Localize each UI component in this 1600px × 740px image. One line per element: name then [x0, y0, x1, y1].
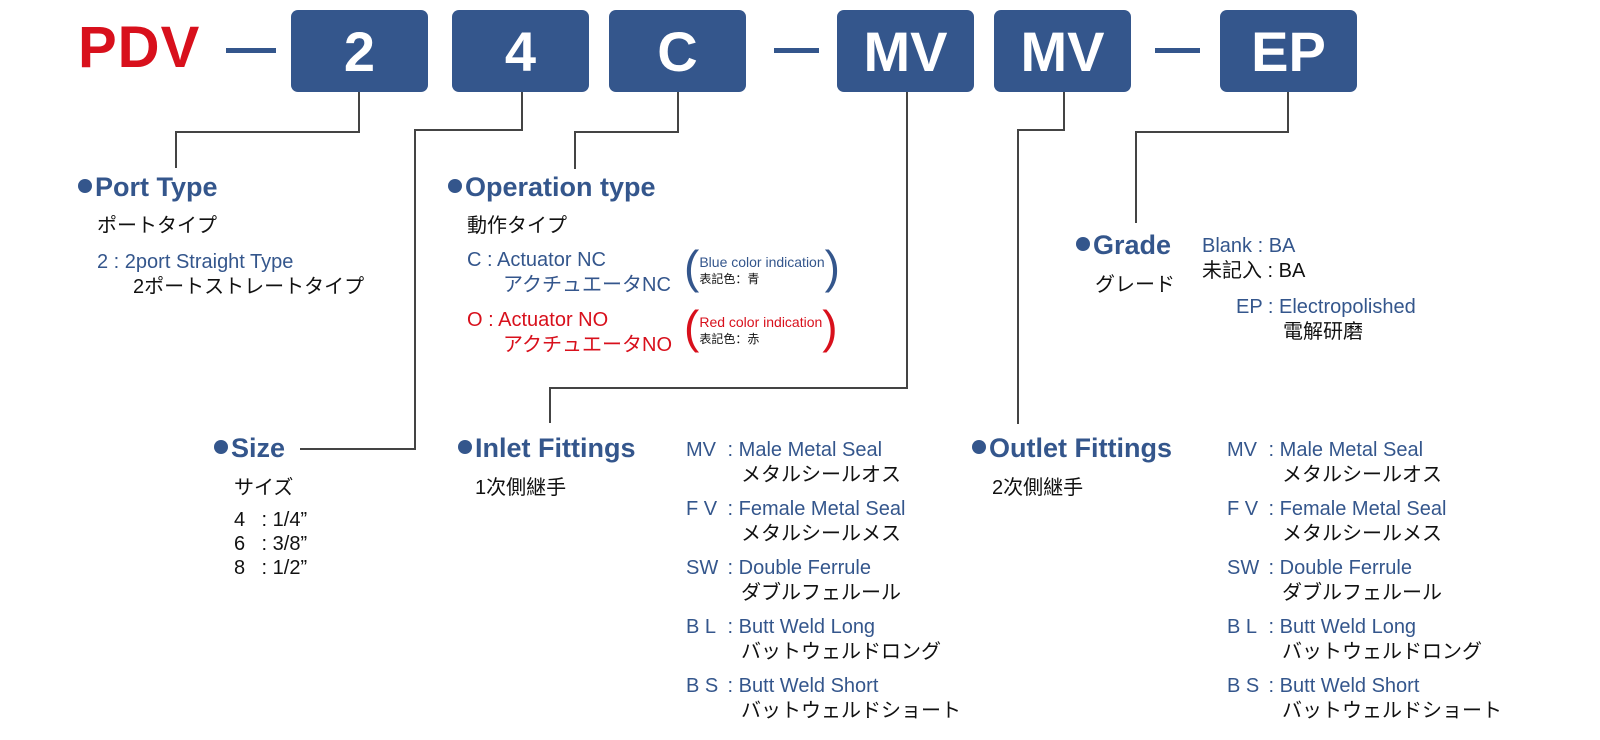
inlet-option: MV : Male Metal Seal メタルシールオス — [686, 439, 901, 486]
option-code: EP — [1236, 296, 1263, 318]
separator-dash — [226, 48, 276, 53]
code-box-inlet: MV — [837, 10, 974, 92]
inlet-option: B L : Butt Weld Long バットウェルドロング — [686, 616, 941, 663]
option-code: C — [467, 249, 482, 271]
outlet-option: SW : Double Ferrule ダブルフェルール — [1227, 557, 1442, 604]
operation-option-nc: C : Actuator NC アクチュエータNC — [467, 249, 671, 296]
option-en: Actuator NO — [498, 309, 609, 331]
outlet-option: B L : Butt Weld Long バットウェルドロング — [1227, 616, 1482, 663]
code-box-port: 2 — [291, 10, 428, 92]
port-type-title-text: Port Type — [95, 172, 218, 202]
option-value-jp: BA — [1278, 260, 1306, 282]
note-en: Red color indication — [699, 314, 823, 330]
separator-dash — [774, 48, 819, 53]
model-prefix: PDV — [78, 15, 201, 80]
size-option: 4 : 1/4” — [234, 509, 308, 531]
outlet-title-text: Outlet Fittings — [989, 433, 1172, 463]
grade-title: Grade — [1076, 230, 1171, 261]
note-en: Blue color indication — [699, 254, 825, 270]
connector-line — [906, 92, 908, 388]
option-code: 2 — [97, 251, 109, 273]
operation-type-title: Operation type — [448, 172, 656, 203]
grade-title-jp: グレード — [1095, 274, 1175, 296]
connector-line — [549, 387, 551, 423]
option-code-jp: 未記入 — [1202, 260, 1262, 282]
operation-type-title-jp: 動作タイプ — [467, 215, 567, 237]
inlet-options: MV : Male Metal Seal メタルシールオス F V : Fema… — [686, 438, 961, 724]
connector-line — [175, 131, 360, 133]
bullet-icon — [458, 440, 472, 454]
outlet-options: MV : Male Metal Seal メタルシールオス F V : Fema… — [1227, 438, 1502, 724]
option-jp: アクチュエータNO — [503, 334, 672, 356]
option-jp: 2ポートストレートタイプ — [133, 276, 365, 298]
size-options: 4 : 1/4” 6 : 3/8” 8 : 1/2” — [234, 508, 307, 580]
inlet-option: B S : Butt Weld Short バットウェルドショート — [686, 675, 961, 722]
option-en: Electropolished — [1279, 296, 1416, 318]
bullet-icon — [972, 440, 986, 454]
bullet-icon — [448, 179, 462, 193]
connector-line — [1063, 92, 1065, 130]
option-code: O — [467, 309, 483, 331]
connector-line — [574, 131, 576, 169]
size-title-jp: サイズ — [234, 477, 294, 499]
connector-line — [1287, 92, 1289, 132]
operation-type-title-text: Operation type — [465, 172, 656, 202]
option-en: 2port Straight Type — [124, 251, 294, 273]
inlet-option: F V : Female Metal Seal メタルシールメス — [686, 498, 906, 545]
size-title: Size — [214, 433, 285, 464]
connector-line — [414, 129, 523, 131]
port-type-option: 2 : 2port Straight Type 2ポートストレートタイプ — [97, 251, 365, 298]
size-title-text: Size — [231, 433, 286, 463]
connector-line — [1017, 129, 1019, 424]
size-option: 8 : 1/2” — [234, 557, 308, 579]
connector-line — [521, 92, 523, 130]
inlet-title-text: Inlet Fittings — [475, 433, 636, 463]
outlet-option: B S : Butt Weld Short バットウェルドショート — [1227, 675, 1502, 722]
option-value: BA — [1268, 235, 1296, 257]
connector-line — [358, 92, 360, 132]
outlet-title: Outlet Fittings — [972, 433, 1172, 464]
outlet-option: F V : Female Metal Seal メタルシールメス — [1227, 498, 1447, 545]
operation-option-no: O : Actuator NO アクチュエータNO — [467, 309, 672, 356]
outlet-option: MV : Male Metal Seal メタルシールオス — [1227, 439, 1442, 486]
connector-line — [300, 448, 416, 450]
port-type-title: Port Type — [78, 172, 218, 203]
code-box-grade: EP — [1220, 10, 1357, 92]
option-code: Blank — [1202, 235, 1253, 257]
connector-line — [175, 131, 177, 168]
connector-line — [1017, 129, 1065, 131]
inlet-option: SW : Double Ferrule ダブルフェルール — [686, 557, 901, 604]
grade-title-text: Grade — [1093, 230, 1172, 260]
bullet-icon — [78, 179, 92, 193]
port-type-title-jp: ポートタイプ — [97, 215, 217, 237]
connector-line — [1135, 131, 1289, 133]
connector-line — [574, 131, 679, 133]
code-box-operation: C — [609, 10, 746, 92]
code-box-size: 4 — [452, 10, 589, 92]
bullet-icon — [1076, 237, 1090, 251]
grade-option-blank: Blank : BA 未記入 : BA — [1202, 235, 1306, 282]
separator-dash — [1155, 48, 1200, 53]
grade-option-ep: EP : Electropolished 電解研磨 — [1236, 296, 1416, 343]
code-box-outlet: MV — [994, 10, 1131, 92]
bullet-icon — [214, 440, 228, 454]
connector-line — [549, 387, 908, 389]
size-option: 6 : 3/8” — [234, 533, 308, 555]
option-jp: アクチュエータNC — [503, 274, 671, 296]
option-en: Actuator NC — [497, 249, 606, 271]
note-jp: 表記色：青 — [699, 272, 760, 286]
connector-line — [677, 92, 679, 132]
outlet-title-jp: 2次側継手 — [992, 477, 1084, 499]
inlet-title: Inlet Fittings — [458, 433, 635, 464]
connector-line — [414, 129, 416, 450]
connector-line — [1135, 131, 1137, 223]
option-jp: 電解研磨 — [1283, 321, 1363, 343]
note-jp: 表記色：赤 — [699, 332, 760, 346]
inlet-title-jp: 1次側継手 — [475, 477, 567, 499]
